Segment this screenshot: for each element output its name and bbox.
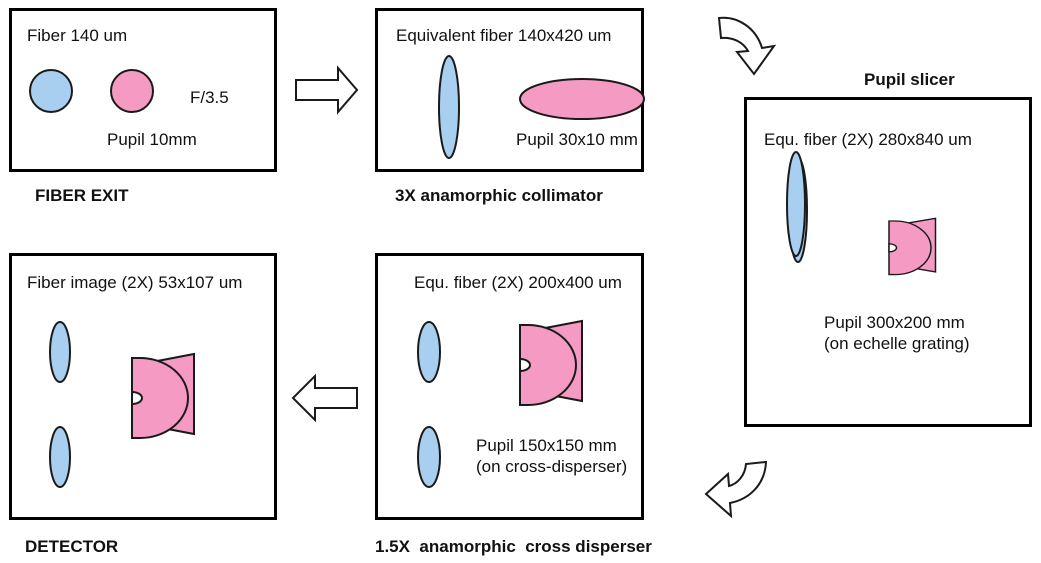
sliced-fiber-ellipse-front: [786, 151, 806, 257]
cross-disperser-pupil-line1: Pupil 150x150 mm: [476, 436, 617, 455]
pupil-slicer-pupil-line2: (on echelle grating): [824, 334, 970, 353]
detector-caption: DETECTOR: [25, 537, 119, 556]
curved-arrow-left-icon: [704, 460, 768, 519]
cross-disperser-title: Equ. fiber (2X) 200x400 um: [414, 273, 622, 292]
collimated-pupil-ellipse: [519, 78, 645, 120]
arrow-left-icon: [291, 373, 358, 423]
sliced-pupil-echelle: [888, 217, 937, 276]
cross-disperser-pupil-line2: (on cross-disperser): [476, 457, 628, 476]
detector-fiber-image-top: [49, 321, 71, 383]
collimator-title: Equivalent fiber 140x420 um: [396, 26, 612, 45]
fiber-circle: [29, 69, 73, 113]
pupil-slicer-title: Equ. fiber (2X) 280x840 um: [764, 130, 972, 149]
detector-fiber-image-bottom: [49, 426, 71, 488]
fiber-exit-pupil-label: Pupil 10mm: [107, 130, 197, 149]
collimator-pupil-label: Pupil 30x10 mm: [516, 130, 638, 149]
cd-fiber-ellipse-bottom: [417, 426, 441, 488]
sliced-pupil-cross-disperser: [519, 320, 583, 406]
fiber-exit-caption: FIBER EXIT: [35, 186, 129, 205]
arrow-right-icon: [295, 65, 359, 115]
collimator-caption: 3X anamorphic collimator: [395, 186, 603, 205]
sliced-pupil-detector: [131, 353, 195, 439]
collimated-fiber-ellipse: [438, 55, 460, 159]
cd-fiber-ellipse-top: [417, 321, 441, 383]
pupil-slicer-heading: Pupil slicer: [864, 70, 955, 89]
pupil-slicer-panel: [744, 97, 1032, 427]
detector-title: Fiber image (2X) 53x107 um: [27, 273, 243, 292]
cross-disperser-caption: 1.5X anamorphic cross disperser: [375, 537, 652, 556]
focal-ratio-label: F/3.5: [190, 88, 229, 107]
curved-arrow-down-icon: [717, 16, 777, 76]
pupil-slicer-pupil-line1: Pupil 300x200 mm: [824, 313, 965, 332]
pupil-circle: [110, 69, 154, 113]
fiber-exit-title: Fiber 140 um: [27, 26, 128, 45]
